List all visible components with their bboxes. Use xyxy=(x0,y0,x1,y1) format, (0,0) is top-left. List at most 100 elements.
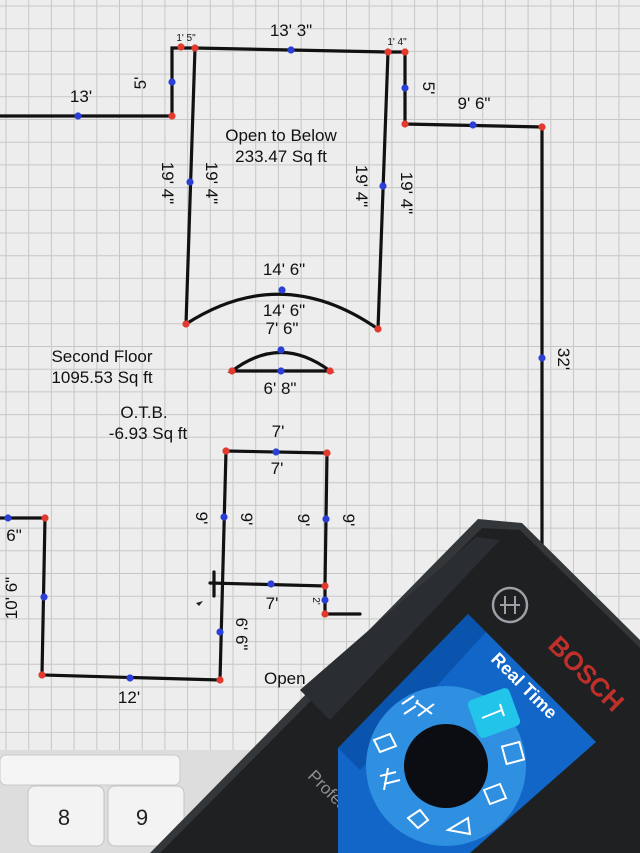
dim-lower-left-top-partial: 6" xyxy=(6,526,22,545)
corner-node[interactable] xyxy=(216,676,224,684)
midpoint-node[interactable] xyxy=(168,78,176,86)
wall-arc-large[interactable] xyxy=(184,292,380,331)
midpoint-node[interactable] xyxy=(272,448,280,456)
area-partial-label: Open xyxy=(264,669,306,688)
laser-measure-device: BOSCH Professional Real Time xyxy=(150,519,640,853)
midpoint-node[interactable] xyxy=(401,84,409,92)
keypad-input-bar[interactable] xyxy=(0,754,181,786)
dim-right-outer-vertical: 19' 4" xyxy=(397,172,416,214)
midpoint-node[interactable] xyxy=(186,178,194,186)
area-second-floor-size: 1095.53 Sq ft xyxy=(51,368,152,387)
area-open-to-below-name: Open to Below xyxy=(225,126,337,145)
midpoint-node[interactable] xyxy=(287,46,295,54)
midpoint-node[interactable] xyxy=(74,112,82,120)
device-ridge xyxy=(300,537,500,720)
dim-room-right-inner: 9' xyxy=(294,514,313,527)
volume-icon[interactable] xyxy=(482,782,508,806)
midpoint-node[interactable] xyxy=(379,182,387,190)
dim-left-corner: 1' 5" xyxy=(176,33,196,44)
midpoint-node[interactable] xyxy=(469,121,477,129)
dim-room-step: 2' xyxy=(310,597,321,605)
corner-node[interactable] xyxy=(177,43,185,51)
dim-small-arc-top: 7' 6" xyxy=(266,319,299,338)
dim-right-inner-vertical: 19' 4" xyxy=(352,165,371,207)
dim-left-outer-vertical: 19' 4" xyxy=(158,162,177,204)
dim-room-left-inner: 9' xyxy=(237,513,256,526)
dim-room-lower-left: 6' 6" xyxy=(232,618,251,651)
corner-node[interactable] xyxy=(374,325,382,333)
dim-left-top-wall: 13' xyxy=(70,87,92,106)
armature-detail xyxy=(500,596,520,614)
dimension-labels: 13' 3" 1' 5" 1' 4" 13' 5' 5' 9' 6" 19' 4… xyxy=(2,21,573,707)
midpoint-node[interactable] xyxy=(277,367,285,375)
midpoint-node[interactable] xyxy=(4,514,12,522)
midpoint-node[interactable] xyxy=(278,286,286,294)
midpoint-node[interactable] xyxy=(126,674,134,682)
area-open-to-below-size: 233.47 Sq ft xyxy=(235,147,327,166)
corner-node[interactable] xyxy=(191,44,199,52)
dim-room-top-outer: 7' xyxy=(272,422,285,441)
corner-node[interactable] xyxy=(538,123,546,131)
dim-room-right-outer: 9' xyxy=(339,514,358,527)
dim-lower-left-vertical: 10' 6" xyxy=(2,577,21,619)
key-8[interactable] xyxy=(27,785,105,847)
wall-otb-left[interactable] xyxy=(184,46,197,326)
midpoint-node[interactable] xyxy=(322,515,330,523)
corner-node[interactable] xyxy=(326,367,334,375)
corner-node[interactable] xyxy=(38,671,46,679)
stake-out-icon[interactable] xyxy=(379,767,401,791)
length-measure-icon[interactable] xyxy=(415,699,435,717)
wall-room-left[interactable] xyxy=(218,449,228,682)
dim-arc-bottom: 14' 6" xyxy=(263,301,305,320)
indirect-measure-icon[interactable] xyxy=(406,808,430,830)
key-9[interactable] xyxy=(107,785,185,847)
corner-node[interactable] xyxy=(41,514,49,522)
midpoint-node[interactable] xyxy=(321,596,329,604)
dim-lower-left-bottom: 12' xyxy=(118,688,140,707)
dim-right-long-wall: 32' xyxy=(554,348,573,370)
dim-top-wall: 13' 3" xyxy=(270,21,312,40)
midpoint-node[interactable] xyxy=(538,354,546,362)
corner-node[interactable] xyxy=(321,610,329,618)
midpoint-node[interactable] xyxy=(216,628,224,636)
dim-right-corner: 1' 4" xyxy=(387,37,407,48)
dim-left-inner-vertical: 19' 4" xyxy=(202,162,221,204)
dim-room-top-inner: 7' xyxy=(271,459,284,478)
wall-arc-small[interactable] xyxy=(227,351,335,373)
area-icon[interactable] xyxy=(500,740,526,766)
level-icon[interactable] xyxy=(401,695,417,715)
dim-left-step: 5' xyxy=(131,77,150,90)
wall-otb-right[interactable] xyxy=(376,50,390,331)
corner-node[interactable] xyxy=(168,112,176,120)
key-8-label: 8 xyxy=(58,805,70,830)
corner-node[interactable] xyxy=(321,582,329,590)
memory-icon[interactable] xyxy=(372,732,398,754)
area-labels: Open to Below 233.47 Sq ft Second Floor … xyxy=(51,126,337,688)
corner-node[interactable] xyxy=(228,367,236,375)
dim-room-bottom: 7' xyxy=(266,594,279,613)
continuous-measure-icon[interactable] xyxy=(481,703,505,719)
corner-node[interactable] xyxy=(401,48,409,56)
midpoint-node[interactable] xyxy=(277,346,285,354)
corner-node[interactable] xyxy=(384,48,392,56)
dim-arc-top: 14' 6" xyxy=(263,260,305,279)
stray-mark xyxy=(196,601,203,606)
dim-right-top-wall: 9' 6" xyxy=(458,94,491,113)
dim-right-step: 5' xyxy=(419,82,438,95)
angle-icon[interactable] xyxy=(445,816,472,836)
bosch-armature-icon xyxy=(491,586,529,624)
area-second-floor-name: Second Floor xyxy=(51,347,152,366)
dim-small-arc-bottom: 6' 8" xyxy=(264,379,297,398)
midpoint-node[interactable] xyxy=(220,513,228,521)
midpoint-node[interactable] xyxy=(40,593,48,601)
corner-node[interactable] xyxy=(222,447,230,455)
midpoint-node[interactable] xyxy=(267,580,275,588)
corner-node[interactable] xyxy=(323,449,331,457)
area-otb-size: -6.93 Sq ft xyxy=(109,424,188,443)
corner-node[interactable] xyxy=(182,320,190,328)
wheel-center xyxy=(404,724,488,808)
corner-node[interactable] xyxy=(401,120,409,128)
area-otb-name: O.T.B. xyxy=(120,403,167,422)
dim-room-left-outer: 9' xyxy=(192,512,211,525)
